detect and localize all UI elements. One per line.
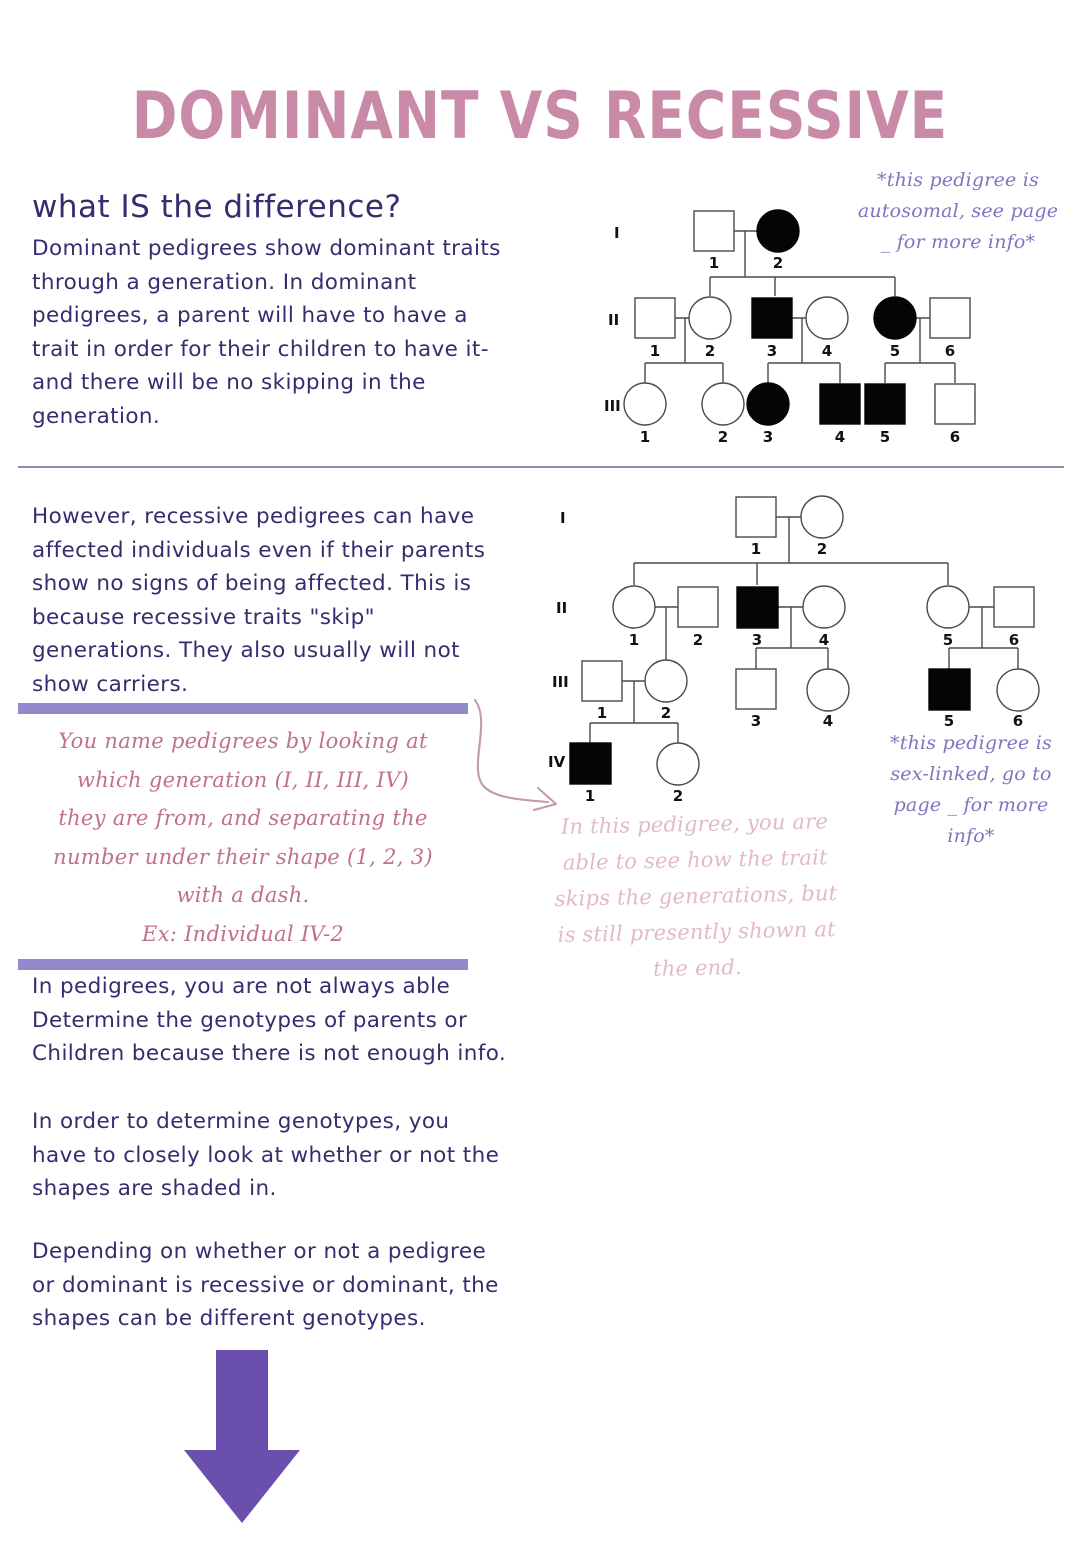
pedigree1-node-III-2[interactable] — [701, 382, 745, 426]
pedigree1-label-II-5: 5 — [890, 342, 900, 360]
pedigree2-node-II-3[interactable] — [736, 586, 779, 629]
callout-top-bar — [18, 703, 468, 714]
pedigree1-node-II-6[interactable] — [929, 297, 971, 339]
pedigree1-node-II-5[interactable] — [873, 296, 917, 340]
down-arrow-icon — [184, 1350, 300, 1523]
pedigree1-label-II-1: 1 — [650, 342, 660, 360]
paragraph-dominant: Dominant pedigrees show dominant traits … — [32, 236, 501, 429]
pedigree1-label-II-4: 4 — [822, 342, 832, 360]
pedigree1-label-II-2: 2 — [705, 342, 715, 360]
pedigree2-node-III-6[interactable] — [996, 668, 1040, 712]
pedigree2-node-III-2[interactable] — [644, 659, 688, 703]
pedigree2-label-IV-1: 1 — [585, 787, 595, 805]
pedigree2-gen-label-I: I — [560, 509, 566, 527]
page-title: DOMINANT VS RECESSIVE — [131, 78, 949, 154]
callout-text: You name pedigrees by looking at which g… — [53, 729, 433, 946]
pedigree2-node-I-1[interactable] — [735, 496, 777, 538]
curved-arrow-icon — [473, 698, 550, 804]
pedigree2-node-I-2[interactable] — [800, 495, 844, 539]
pedigree1-label-III-3: 3 — [763, 428, 773, 446]
pedigree2-label-III-1: 1 — [597, 704, 607, 722]
pedigree1-node-II-1[interactable] — [634, 297, 676, 339]
pedigree2-label-III-4: 4 — [823, 712, 833, 730]
pedigree2-node-II-1[interactable] — [612, 585, 656, 629]
pedigree2-gen-label-IV: IV — [548, 753, 566, 771]
pedigree2-label-I-2: 2 — [817, 540, 827, 558]
pedigree1-node-I-2[interactable] — [756, 209, 800, 253]
pedigree2-label-II-3: 3 — [752, 631, 762, 649]
pedigree1-node-II-4[interactable] — [805, 296, 849, 340]
pedigree2-node-III-5[interactable] — [928, 668, 971, 711]
note-autosomal: *this pedigree is autosomal, see page _ … — [857, 169, 1059, 253]
section-heading-question: what IS the difference? — [32, 189, 402, 225]
paragraph-genotypes-info: In pedigrees, you are not always able De… — [32, 974, 507, 1066]
pedigree1-label-III-2: 2 — [718, 428, 728, 446]
pedigree2-label-I-1: 1 — [751, 540, 761, 558]
pedigree2-label-II-6: 6 — [1009, 631, 1019, 649]
pedigree1-label-III-4: 4 — [835, 428, 845, 446]
pedigree1-label-I-1: 1 — [709, 254, 719, 272]
pedigree1-label-I-2: 2 — [773, 254, 783, 272]
pedigree2-node-II-4[interactable] — [802, 585, 846, 629]
pedigree1-node-II-3[interactable] — [751, 297, 793, 339]
pedigree2-label-IV-2: 2 — [673, 787, 683, 805]
pedigree1-gen-label-III: III — [604, 397, 621, 415]
pedigree2-label-III-2: 2 — [661, 704, 671, 722]
callout-bottom-bar — [18, 959, 468, 970]
pedigree2-gen-label-II: II — [556, 599, 567, 617]
paragraph-recessive: However, recessive pedigrees can have af… — [32, 504, 486, 697]
pedigree1-node-III-3[interactable] — [746, 382, 790, 426]
pedigree-chart-sex-linked: I II III IV 1 2 1 2 3 4 5 6 1 2 3 4 5 — [548, 495, 1040, 805]
pedigree1-node-III-4[interactable] — [819, 383, 861, 425]
pedigree2-node-III-1[interactable] — [581, 660, 623, 702]
note-sex-linked: *this pedigree is sex-linked, go to page… — [890, 732, 1052, 847]
pedigree1-node-II-2[interactable] — [688, 296, 732, 340]
pedigree1-gen-label-II: II — [608, 311, 619, 329]
pedigree1-label-II-6: 6 — [945, 342, 955, 360]
pedigree2-node-III-4[interactable] — [806, 668, 850, 712]
pedigree2-node-II-5[interactable] — [926, 585, 970, 629]
pedigree2-node-IV-1[interactable] — [569, 742, 612, 785]
pedigree2-label-II-1: 1 — [629, 631, 639, 649]
naming-convention-callout: You name pedigrees by looking at which g… — [18, 703, 468, 970]
pedigree1-label-III-1: 1 — [640, 428, 650, 446]
pedigree2-label-II-5: 5 — [943, 631, 953, 649]
pedigree1-label-II-3: 3 — [767, 342, 777, 360]
pedigree2-label-III-5: 5 — [944, 712, 954, 730]
pedigree2-label-II-2: 2 — [693, 631, 703, 649]
pedigree1-node-III-5[interactable] — [864, 383, 906, 425]
pedigree1-node-III-6[interactable] — [934, 383, 976, 425]
pedigree2-node-II-2[interactable] — [677, 586, 719, 628]
pedigree1-node-III-1[interactable] — [623, 382, 667, 426]
section-divider — [18, 466, 1064, 468]
note-skip-generations: In this pedigree, you are able to see ho… — [554, 809, 838, 981]
pedigree2-label-III-6: 6 — [1013, 712, 1023, 730]
pedigree2-gen-label-III: III — [552, 673, 569, 691]
pedigree2-node-II-6[interactable] — [993, 586, 1035, 628]
pedigree2-node-III-3[interactable] — [735, 668, 777, 710]
pedigree1-gen-label-I: I — [614, 224, 620, 242]
pedigree1-label-III-6: 6 — [950, 428, 960, 446]
pedigree1-node-I-1[interactable] — [693, 210, 735, 252]
pedigree2-label-II-4: 4 — [819, 631, 829, 649]
paragraph-genotypes-varies: Depending on whether or not a pedigree o… — [32, 1239, 499, 1331]
pedigree2-node-IV-2[interactable] — [656, 742, 700, 786]
pedigree1-label-III-5: 5 — [880, 428, 890, 446]
pedigree-chart-autosomal: I II III 1 2 1 2 3 4 5 6 1 2 3 4 5 6 — [604, 209, 976, 446]
paragraph-genotypes-shading: In order to determine genotypes, you hav… — [32, 1109, 500, 1201]
pedigree2-label-III-3: 3 — [751, 712, 761, 730]
